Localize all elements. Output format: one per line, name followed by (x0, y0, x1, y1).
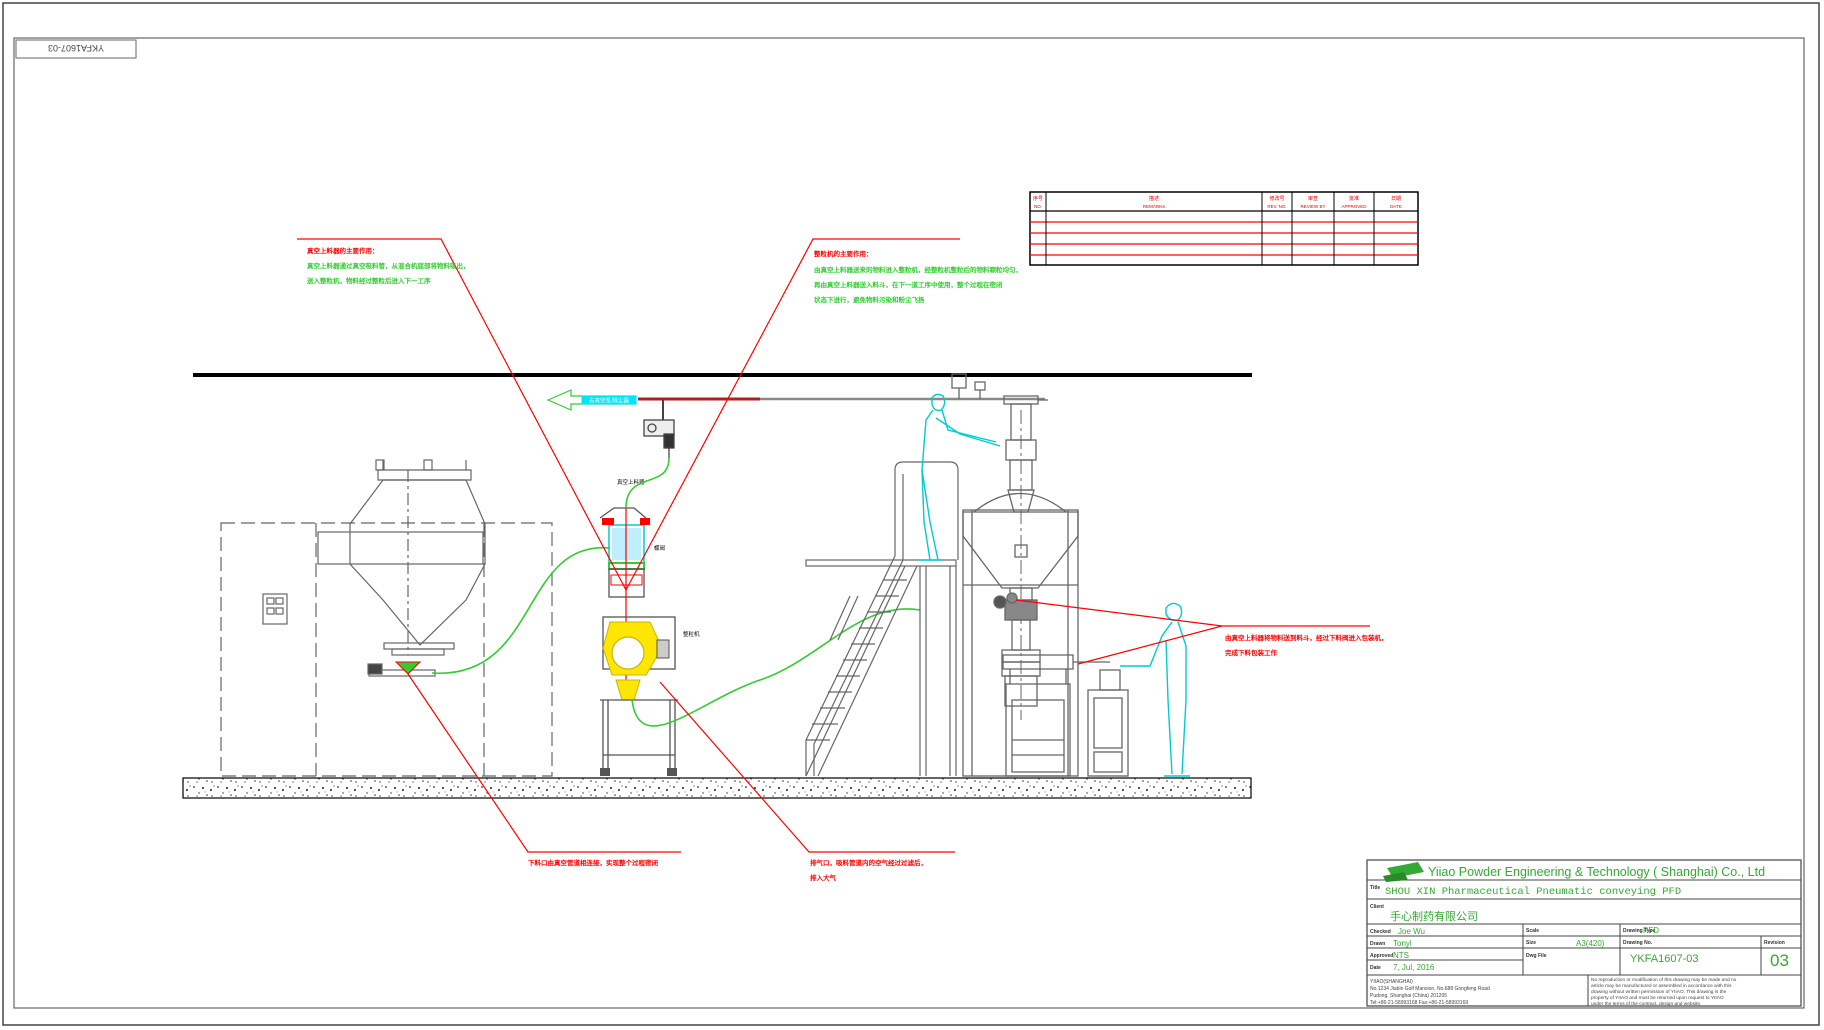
legal-line-1: No reproduction or modification of this … (1591, 977, 1737, 983)
callout-top-right-line-3: 状态下进行，避免物料污染和粉尘飞扬 (814, 295, 925, 304)
callout-top-left: 真空上料器的主要作用： 真空上料器通过真空吸料管，从混合机底部将物料吸出， 送入… (306, 246, 470, 285)
company-logo (1383, 862, 1424, 882)
operator-at-bagger (1120, 602, 1190, 777)
label-vacuum-loader: 真空上料器 (617, 478, 645, 486)
granulator-mill (600, 616, 678, 776)
legal-line-2: article may be manufactured or assembled… (1591, 983, 1732, 989)
client-name: 手心制药有限公司 (1390, 909, 1478, 923)
legal-line-5: under the terms of the contract, design … (1591, 1001, 1701, 1007)
drawn-label: Drawn (1370, 941, 1385, 947)
callout-bottom-right-line-1: 排气口，吸料管道内的空气经过过滤后， (810, 858, 927, 867)
address-line-2: No.1234 Jiabin Golf Mansion, No.688 Gong… (1370, 986, 1490, 992)
drawing-title: SHOU XIN Pharmaceutical Pneumatic convey… (1385, 886, 1681, 898)
legal-line-4: property of YIIAO and must be returned u… (1591, 995, 1724, 1001)
rev-header-remarks-cn: 描述 (1149, 195, 1159, 202)
checked-value: Joe Wu (1398, 927, 1425, 936)
callout-bottom-right: 排气口，吸料管道内的空气经过过滤后， 排入大气 (810, 858, 927, 882)
label-valve: 蝶阀 (654, 544, 665, 552)
callout-top-right-line-2: 再由真空上料器送入料斗，在下一道工序中使用，整个过程在密闭 (814, 280, 1003, 289)
type-value: PFD (1643, 926, 1659, 935)
operator-platform (805, 461, 959, 777)
vacuum-hoses (431, 457, 921, 727)
type-label: Drawing Type (1623, 928, 1656, 934)
exhaust-arrow: 去真空泵/除尘器 (546, 389, 637, 411)
callout-top-left-line-1: 真空上料器通过真空吸料管，从混合机底部将物料吸出， (307, 261, 470, 270)
callout-bottom-right-line-2: 排入大气 (810, 873, 837, 882)
date-label: Date (1370, 965, 1381, 971)
size-value: A3(420) (1576, 939, 1605, 948)
callout-right-line-1: 由真空上料器将物料送到料斗，经过下料阀进入包装机， (1225, 633, 1388, 642)
corner-drawing-tag: YKFA1607-03 (48, 43, 104, 53)
date-value: 7, Jul, 2016 (1393, 963, 1435, 972)
revision-value: 03 (1770, 951, 1789, 970)
address-line-4: Tel:+86-21-58993168 Fax:+86-21-58993169 (1370, 1000, 1468, 1006)
callout-bottom-left-line: 下料口由真空管道相连接，实现整个过程密闭 (528, 858, 659, 867)
title-block: Yiiao Powder Engineering & Technology ( … (1366, 859, 1802, 1007)
client-label: Client (1370, 904, 1384, 910)
rev-header-revno-cn: 修改号 (1269, 195, 1284, 202)
mixer-discharge-marker (394, 661, 422, 675)
exhaust-arrow-label: 去真空泵/除尘器 (589, 397, 630, 405)
callout-top-right-line-1: 由真空上料器送来的物料进入整粒机，经整粒机整粒后的物料颗粒均匀， (814, 265, 1022, 274)
rev-header-review-en: REVIEW BY (1300, 204, 1325, 209)
hopper-tank (951, 373, 1079, 777)
rev-header-no-en: NO. (1034, 204, 1042, 209)
checked-label: Checked (1370, 929, 1391, 935)
callout-top-right-heading: 整粒机的主要作用： (814, 249, 873, 258)
drawing-no-value: YKFA1607-03 (1630, 953, 1699, 965)
vacuum-loader-mill (599, 507, 650, 700)
callout-top-left-heading: 真空上料器的主要作用： (307, 246, 379, 255)
rev-header-date-en: DATE (1390, 204, 1402, 209)
scale-label: Scale (1526, 928, 1539, 934)
dwg-file-label: Dwg File (1526, 953, 1547, 959)
floor-slab (182, 777, 1252, 799)
callout-leaders (297, 238, 1370, 853)
vacuum-filter (643, 419, 675, 458)
callout-top-left-line-2: 送入整粒机，物料经过整粒后进入下一工序 (306, 276, 431, 285)
double-cone-mixer (220, 459, 553, 777)
revision-label: Revision (1764, 940, 1785, 946)
drawn-value: Tonyl (1393, 939, 1412, 948)
rev-header-approved-en: APPROVED (1341, 204, 1367, 209)
legal-line-3: drawing without written permission of YI… (1591, 989, 1727, 995)
title-label: Title (1370, 885, 1380, 891)
approved-value: NTS (1393, 951, 1409, 960)
rev-header-date-cn: 日期 (1391, 196, 1401, 202)
rev-header-review-cn: 审查 (1308, 195, 1318, 202)
rev-header-approved-cn: 批准 (1349, 195, 1359, 202)
address-line-1: YIIAO(SHANGHAI) (1370, 979, 1413, 985)
rev-header-remarks-en: REMARKS (1143, 204, 1165, 209)
approved-label: Approved (1370, 953, 1393, 959)
address-line-3: Pudong, Shanghai (China) 201205 (1370, 993, 1447, 999)
label-mill: 整粒机 (683, 630, 700, 638)
drawing-no-label: Drawing No. (1623, 940, 1653, 946)
rev-header-revno-en: REV. NO. (1267, 204, 1286, 209)
callout-right: 由真空上料器将物料送到料斗，经过下料阀进入包装机， 完成下料包装工作 (1225, 633, 1388, 657)
operator-on-platform (918, 393, 1001, 561)
conveying-pipe (638, 397, 1045, 420)
rev-header-no-cn: 序号 (1033, 195, 1043, 202)
callout-bottom-left: 下料口由真空管道相连接，实现整个过程密闭 (528, 858, 659, 867)
callout-top-right: 整粒机的主要作用： 由真空上料器送来的物料进入整粒机，经整粒机整粒后的物料颗粒均… (814, 249, 1022, 304)
size-label: Size (1526, 940, 1536, 946)
callout-right-line-2: 完成下料包装工作 (1225, 648, 1278, 657)
bagging-station (1002, 654, 1129, 777)
revision-table: 序号 NO. 描述 REMARKS 修改号 REV. NO. 审查 REVIEW… (1029, 191, 1419, 266)
company-name: Yiiao Powder Engineering & Technology ( … (1428, 865, 1765, 879)
